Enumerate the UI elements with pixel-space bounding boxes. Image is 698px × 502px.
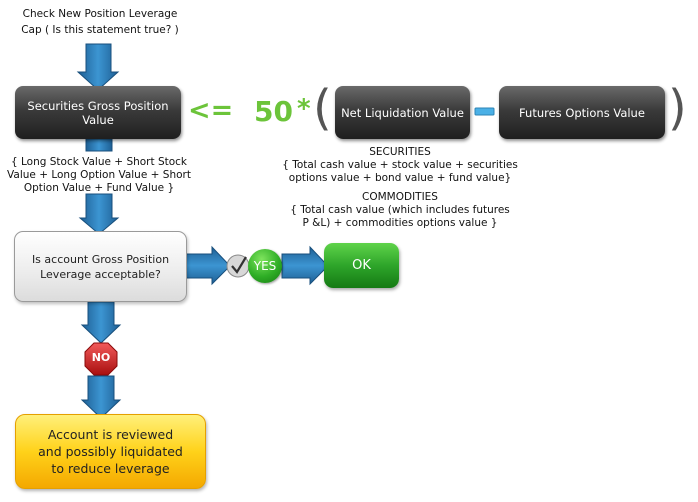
no-octagon	[84, 342, 118, 376]
arrow-down-2	[78, 193, 120, 235]
futures-options-box-label: Futures Options Value	[519, 105, 645, 120]
open-paren: (	[313, 80, 332, 136]
commodities-desc-line-1: { Total cash value (which includes futur…	[290, 204, 510, 216]
top-label-line-2: Cap ( Is this statement true? )	[21, 24, 179, 36]
securities-description: SECURITIES { Total cash value + stock va…	[280, 146, 520, 185]
result-box: Account is reviewed and possibly liquida…	[15, 414, 206, 489]
yes-label: YES	[253, 259, 277, 273]
futures-options-box: Futures Options Value	[499, 86, 665, 139]
gross-desc-line-3: Option Value + Fund Value }	[23, 182, 175, 194]
minus-sign	[474, 107, 495, 116]
gross-desc-line-2: Value + Long Option Value + Short	[7, 169, 191, 181]
less-equal-operator: <=	[188, 95, 234, 126]
result-line-1: Account is reviewed	[47, 427, 174, 442]
multiplier-value: 50	[254, 95, 293, 128]
result-line-3: to reduce leverage	[51, 461, 170, 476]
commodities-title: COMMODITIES	[362, 191, 438, 203]
no-label: NO	[91, 351, 111, 364]
arrow-right-ok	[281, 245, 329, 286]
connector-gross	[85, 138, 113, 152]
ok-label: OK	[352, 258, 371, 273]
top-label: Check New Position Leverage Cap ( Is thi…	[20, 8, 180, 37]
gross-position-box-label: Securities Gross Position Value	[27, 98, 169, 127]
commodities-description: COMMODITIES { Total cash value (which in…	[280, 191, 520, 230]
arrow-down-1	[76, 43, 120, 91]
result-line-2: and possibly liquidated	[38, 444, 183, 459]
gross-position-box: Securities Gross Position Value	[15, 86, 181, 139]
commodities-desc-line-2: P &L) + commodities options value }	[302, 217, 498, 229]
securities-desc-line-2: options value + bond value + fund value}	[288, 172, 512, 184]
securities-desc-line-1: { Total cash value + stock value + secur…	[282, 159, 518, 171]
arrow-right-yes	[181, 245, 231, 286]
gross-position-description: { Long Stock Value + Short Stock Value +…	[6, 156, 192, 195]
net-liquidation-box-label: Net Liquidation Value	[341, 105, 464, 120]
arrow-down-3	[80, 301, 122, 344]
close-paren: )	[668, 80, 687, 136]
top-label-line-1: Check New Position Leverage	[22, 8, 178, 20]
yes-badge: YES	[248, 249, 282, 283]
decision-box: Is account Gross Position Leverage accep…	[14, 231, 187, 302]
decision-line-1: Is account Gross Position	[31, 252, 170, 266]
gross-desc-line-1: { Long Stock Value + Short Stock	[10, 156, 188, 168]
decision-line-2: Leverage acceptable?	[40, 267, 161, 281]
check-icon	[231, 256, 247, 274]
multiply-sign: *	[297, 94, 311, 124]
net-liquidation-box: Net Liquidation Value	[335, 86, 470, 139]
securities-title: SECURITIES	[369, 146, 431, 158]
ok-box: OK	[324, 243, 399, 288]
arrow-down-4	[80, 375, 122, 419]
